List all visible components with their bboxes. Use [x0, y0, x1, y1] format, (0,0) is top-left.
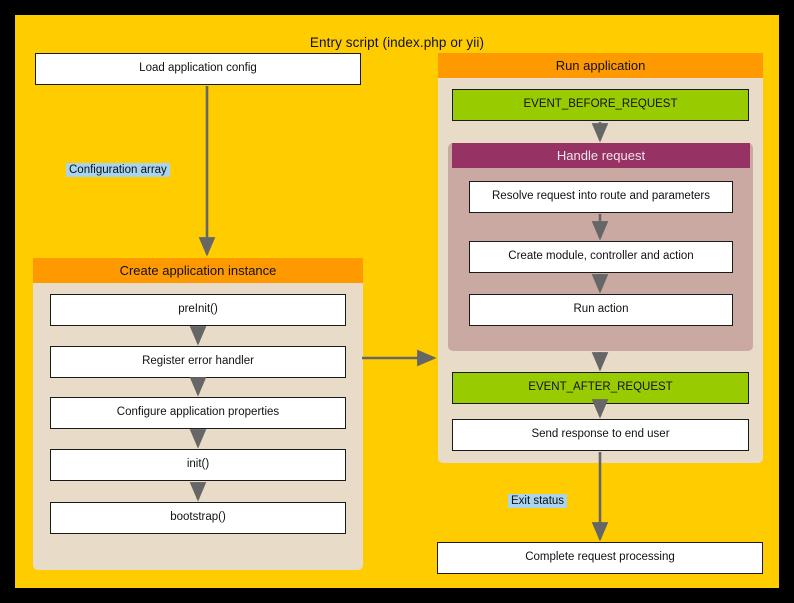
subgroup-header-handle-request: Handle request [452, 143, 750, 168]
node-init[interactable]: init() [50, 449, 346, 481]
node-label: bootstrap() [170, 511, 226, 524]
node-send-response[interactable]: Send response to end user [452, 419, 749, 451]
node-register-error-handler[interactable]: Register error handler [50, 346, 346, 378]
subgroup-header-label: Handle request [556, 148, 646, 163]
node-label: Load application config [139, 62, 257, 75]
group-header-run-application: Run application [438, 53, 763, 78]
node-run-action[interactable]: Run action [469, 294, 733, 326]
node-resolve-request[interactable]: Resolve request into route and parameter… [469, 181, 733, 213]
node-bootstrap[interactable]: bootstrap() [50, 502, 346, 534]
node-label: Configure application properties [116, 406, 280, 419]
node-event-after-request[interactable]: EVENT_AFTER_REQUEST [452, 372, 749, 404]
node-label: Register error handler [142, 355, 254, 368]
edge-label-configuration-array: Configuration array [66, 163, 170, 177]
node-label: EVENT_AFTER_REQUEST [528, 381, 673, 394]
node-complete-request-processing[interactable]: Complete request processing [437, 542, 763, 574]
node-label: Create module, controller and action [508, 250, 694, 263]
node-event-before-request[interactable]: EVENT_BEFORE_REQUEST [452, 89, 749, 121]
group-header-label: Run application [555, 58, 646, 73]
edge-label-exit-status: Exit status [508, 494, 568, 508]
diagram-title: Entry script (index.php or yii) [309, 35, 485, 50]
node-label: preInit() [178, 303, 218, 316]
group-header-create-application-instance: Create application instance [33, 258, 363, 283]
node-load-application-config[interactable]: Load application config [35, 53, 361, 85]
node-label: Send response to end user [531, 428, 670, 441]
node-label: init() [186, 458, 210, 471]
node-label: Complete request processing [525, 551, 675, 564]
group-header-label: Create application instance [119, 263, 277, 278]
node-label: Run action [573, 303, 629, 316]
node-label: EVENT_BEFORE_REQUEST [523, 98, 678, 111]
node-label: Resolve request into route and parameter… [492, 190, 710, 203]
node-preinit[interactable]: preInit() [50, 294, 346, 326]
node-configure-application-properties[interactable]: Configure application properties [50, 397, 346, 429]
node-create-module-controller-action[interactable]: Create module, controller and action [469, 241, 733, 273]
